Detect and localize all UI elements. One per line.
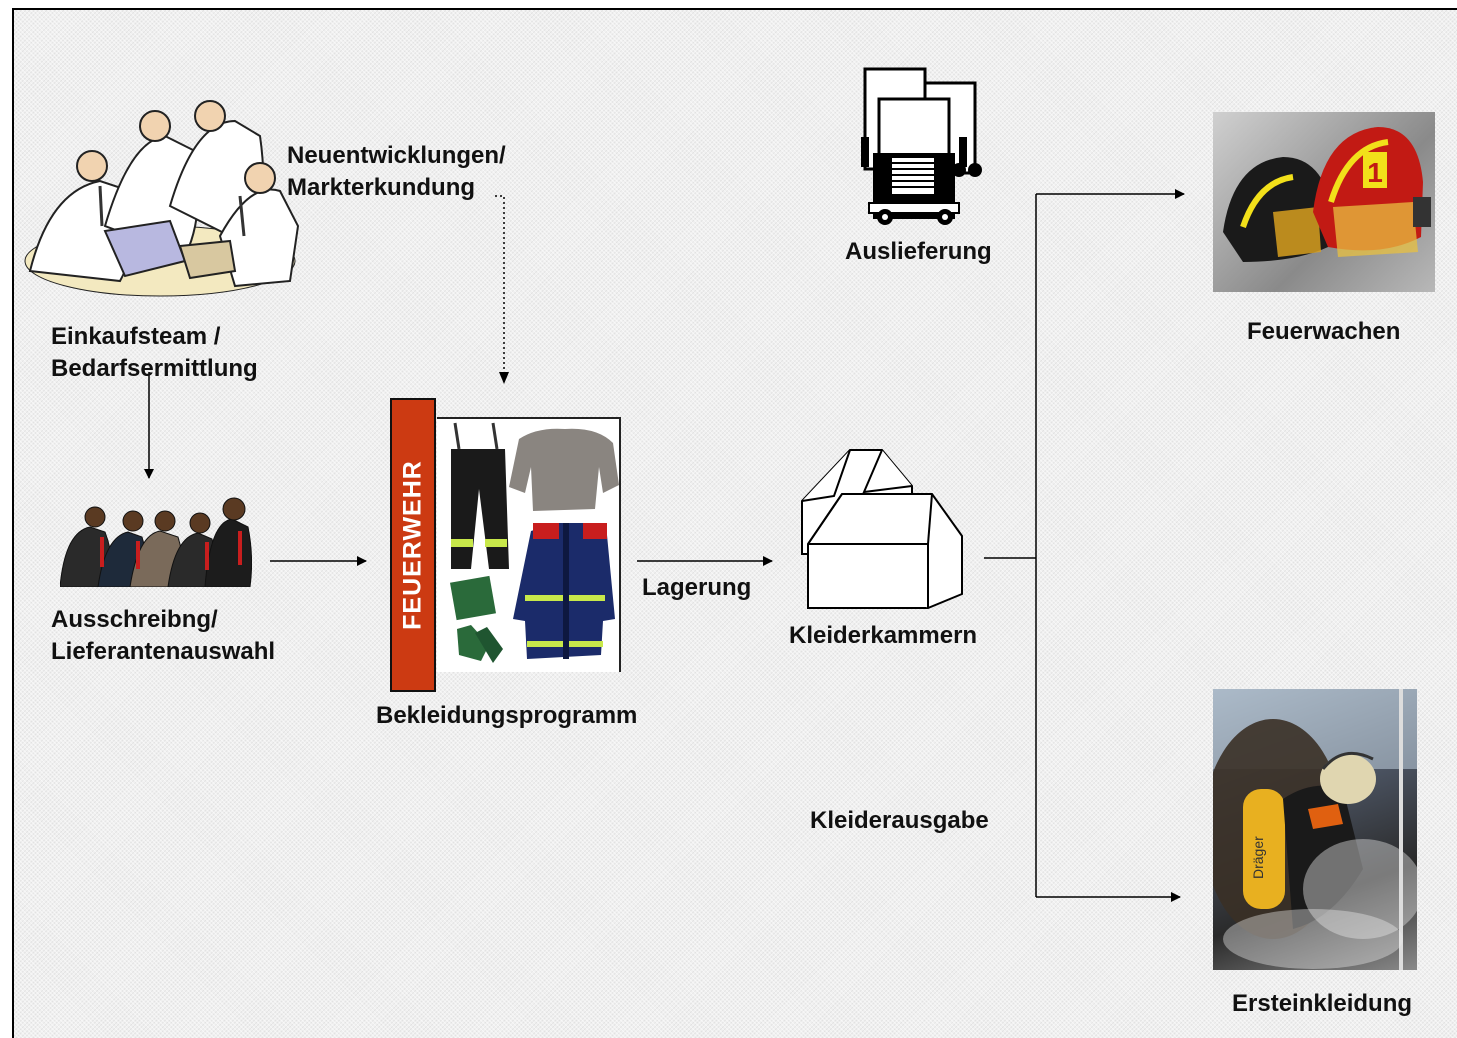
- firefighter-photo: Dräger: [1213, 689, 1417, 970]
- einkauf-line1: Einkaufsteam /: [51, 323, 221, 350]
- neuentwicklungen-label: Neuentwicklungen/ Markterkundung: [287, 140, 506, 204]
- einkauf-label: Einkaufsteam / Bedarfsermittlung: [51, 321, 258, 385]
- dotted-arrow-neuentwicklung: [495, 195, 505, 382]
- ausschreibung-label: Ausschreibng/ Lieferantenauswahl: [51, 604, 275, 668]
- feuerwehr-bar: FEUERWEHR: [390, 398, 436, 692]
- ersteinkleidung-label: Ersteinkleidung: [1232, 990, 1413, 1017]
- ausschreibung-line2: Lieferantenauswahl: [51, 638, 276, 665]
- feuerwachen-label: Feuerwachen: [1247, 318, 1401, 345]
- auslieferung-label: Auslieferung: [845, 238, 992, 265]
- kleiderausgabe-label: Kleiderausgabe: [810, 807, 989, 834]
- svg-text:Dräger: Dräger: [1250, 836, 1266, 879]
- ausschreibung-line1: Ausschreibng/: [51, 606, 218, 633]
- team-meeting-icon: [24, 100, 300, 297]
- einkauf-line2: Bedarfsermittlung: [51, 355, 258, 382]
- svg-text:1: 1: [1367, 157, 1383, 188]
- clothing-collage: [437, 417, 621, 672]
- neuentwicklungen-line2: Markterkundung: [287, 174, 476, 201]
- feuerwehr-label: FEUERWEHR: [398, 460, 427, 630]
- helmets-photo: 1: [1213, 112, 1435, 292]
- houses-icon: [801, 449, 963, 609]
- neuentwicklungen-line1: Neuentwicklungen/: [287, 142, 506, 169]
- trucks-icon: [861, 67, 982, 225]
- lagerung-label: Lagerung: [642, 574, 752, 601]
- business-group-icon: [60, 497, 252, 587]
- kleiderkammern-label: Kleiderkammern: [789, 622, 978, 649]
- bekleidungsprogramm-label: Bekleidungsprogramm: [376, 702, 638, 729]
